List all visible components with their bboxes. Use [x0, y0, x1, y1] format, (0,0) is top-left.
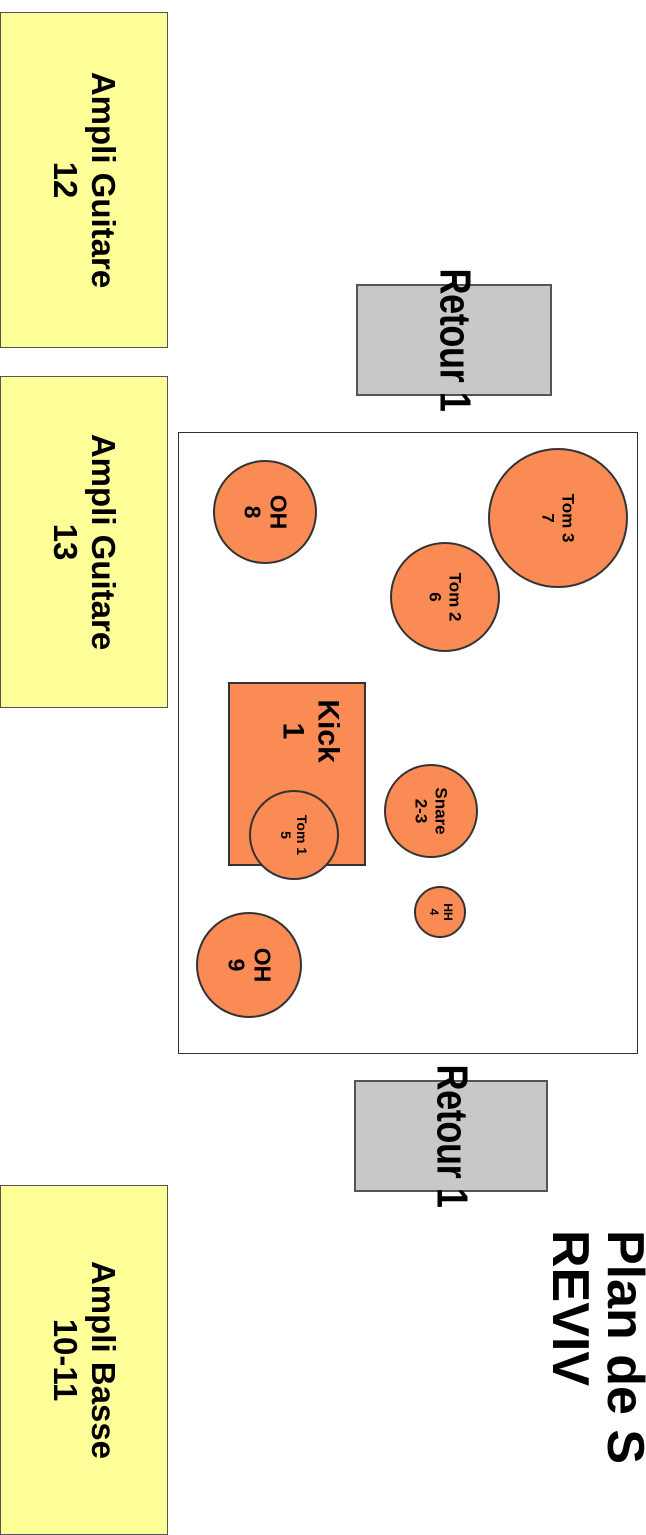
- tom-2: Tom 2 6: [390, 542, 500, 652]
- overhead-left: OH 8: [213, 460, 317, 564]
- drum-channel: 2-3: [412, 798, 431, 824]
- retour-top: Retour 1: [356, 268, 552, 412]
- title-line-2: REVIV: [541, 1230, 600, 1387]
- amp-label: Ampli Basse: [84, 1260, 122, 1460]
- drum-channel: 7: [539, 513, 558, 523]
- amp-bass-text: Ampli Basse 10-11: [46, 1261, 122, 1459]
- drum-text: Snare 2-3: [411, 787, 451, 835]
- drum-text: Tom 1 5: [278, 815, 310, 855]
- tom-3: Tom 3 7: [488, 448, 628, 588]
- drum-channel: 6: [426, 592, 445, 602]
- amp-label: Ampli Guitare: [84, 433, 122, 651]
- amp-channel: 12: [47, 161, 84, 199]
- drum-label: Tom 1: [294, 814, 311, 856]
- drum-label: Tom 2: [445, 572, 465, 622]
- drum-text: OH 8: [239, 494, 292, 530]
- title-text: Plan de S REVIV: [541, 1230, 646, 1464]
- amp-guitar-13: Ampli Guitare 13: [0, 376, 168, 708]
- retour-label: Retour 1: [430, 268, 480, 412]
- amp-guitar-12: Ampli Guitare 12: [0, 12, 168, 348]
- snare-drum: Snare 2-3: [384, 764, 478, 858]
- page-title: Plan de S REVIV: [541, 1230, 646, 1530]
- drum-label: HH: [440, 903, 455, 921]
- amp-guitar-13-text: Ampli Guitare 13: [46, 434, 122, 650]
- drum-label: Tom 3: [558, 493, 578, 543]
- drum-channel: 1: [277, 722, 311, 740]
- title-line-1: Plan de S: [596, 1230, 646, 1464]
- amp-channel: 10-11: [47, 1318, 84, 1402]
- drum-channel: 4: [427, 908, 441, 916]
- amp-guitar-12-text: Ampli Guitare 12: [46, 72, 122, 288]
- drum-label: Kick: [311, 699, 345, 763]
- drum-channel: 9: [223, 958, 249, 972]
- drum-channel: 8: [239, 505, 265, 519]
- retour-bottom: Retour 1: [354, 1064, 548, 1208]
- retour-label: Retour 1: [427, 1064, 477, 1208]
- drum-label: Snare: [431, 787, 451, 835]
- amp-bass: Ampli Basse 10-11: [0, 1185, 168, 1535]
- amp-channel: 13: [47, 523, 84, 561]
- hi-hat: HH 4: [414, 886, 466, 938]
- overhead-right: OH 9: [196, 912, 302, 1018]
- tom-1: Tom 1 5: [249, 790, 339, 880]
- drum-text: HH 4: [426, 903, 455, 921]
- amp-label: Ampli Guitare: [84, 71, 122, 289]
- drum-label: OH: [249, 947, 276, 983]
- drum-text: Tom 2 6: [425, 572, 465, 622]
- drum-text: OH 9: [223, 947, 276, 983]
- drum-label: OH: [265, 494, 292, 530]
- kick-text: Kick 1: [276, 699, 345, 762]
- drum-text: Tom 3 7: [538, 493, 578, 543]
- drum-channel: 5: [278, 831, 294, 839]
